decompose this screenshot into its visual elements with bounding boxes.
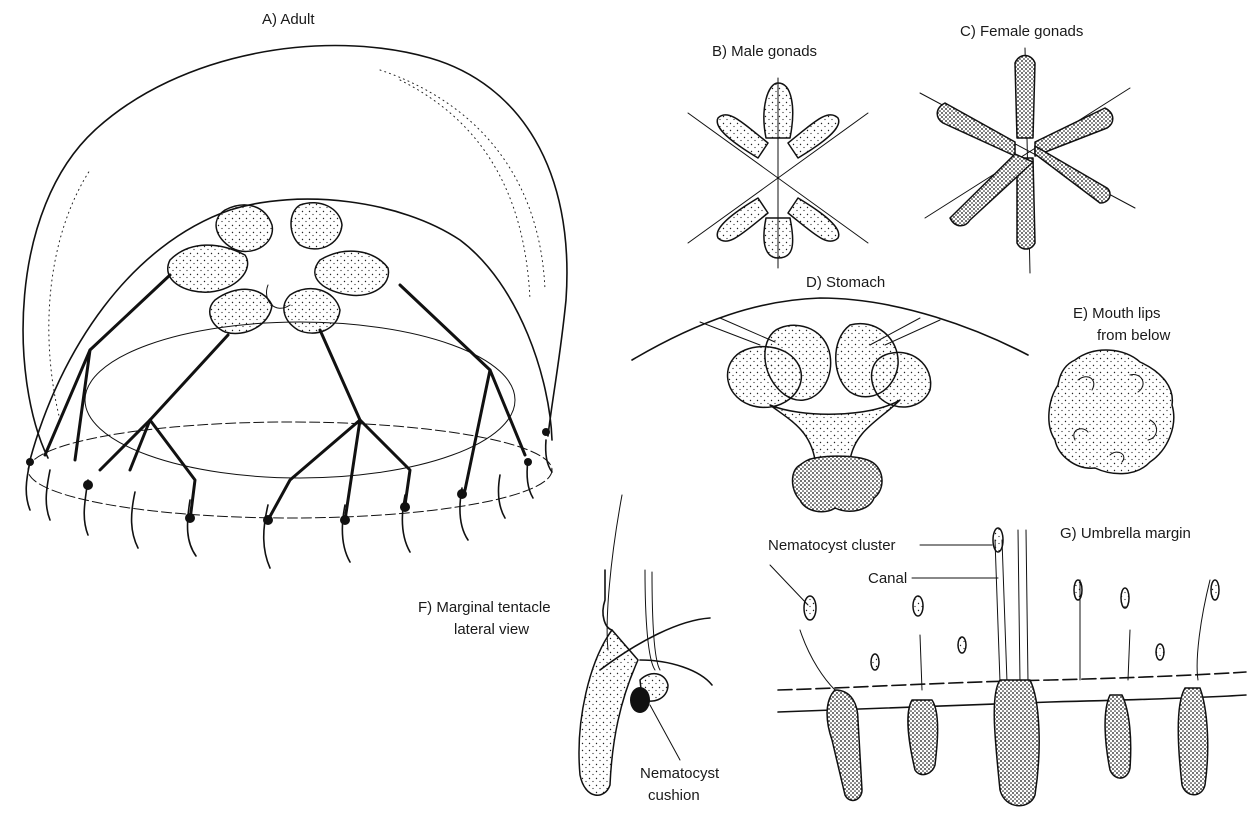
stomach-figure: D) Stomach [632, 274, 1028, 512]
adult-inner-ring [85, 322, 515, 478]
stomach-mouth-frills [793, 456, 883, 512]
label-marginal-tentacle-1: F) Marginal tentacle [418, 599, 551, 616]
marginal-tentacle-stem [579, 630, 638, 795]
label-nematocyst-cluster: Nematocyst cluster [768, 537, 896, 554]
label-male-gonads: B) Male gonads [712, 43, 817, 60]
adult-margin-ring [28, 422, 552, 518]
margin-canals [800, 530, 1210, 690]
label-mouth-lips-1: E) Mouth lips [1073, 305, 1161, 322]
label-umbrella-margin: G) Umbrella margin [1060, 525, 1191, 542]
male-gonad-arm-lower-left [717, 198, 768, 241]
male-gonad-arm-upper-left [717, 115, 768, 158]
nematocyst-cushion-shape [630, 687, 650, 713]
mouth-lips-shape [1049, 350, 1174, 474]
label-marginal-tentacle-2: lateral view [454, 621, 529, 638]
adult-figure: A) Adult [23, 11, 567, 568]
label-canal: Canal [868, 570, 907, 587]
label-mouth-lips-2: from below [1097, 327, 1171, 344]
male-gonad-arm-upper-right [788, 115, 839, 158]
label-nematocyst-cushion-2: cushion [648, 787, 700, 804]
female-gonads-figure: C) Female gonads [920, 23, 1135, 273]
male-gonad-arm-top [764, 83, 793, 138]
adult-subumbrella [30, 199, 552, 460]
nematocyst-cushion-pointer [650, 705, 680, 760]
adult-rhopalia [26, 428, 550, 525]
adult-bell-stipple [380, 70, 545, 300]
label-nematocyst-cushion-1: Nematocyst [640, 765, 720, 782]
male-gonad-arm-bottom [764, 218, 793, 258]
female-gonad-arms [937, 56, 1113, 250]
label-adult: A) Adult [262, 11, 315, 28]
label-female-gonads: C) Female gonads [960, 23, 1083, 40]
stomach-bell-roof [632, 298, 1028, 360]
umbrella-margin-figure: G) Umbrella margin Nematocyst cluster Ca… [768, 525, 1246, 806]
mouth-lips-figure: E) Mouth lips from below [1049, 305, 1174, 474]
stomach-manubrium [770, 400, 900, 460]
male-gonads-figure: B) Male gonads [688, 43, 868, 268]
male-gonad-arm-lower-right [788, 198, 839, 241]
stomach-lobe-right [872, 352, 931, 407]
marginal-tentacle-figure: F) Marginal tentacle lateral view Nemato… [418, 495, 720, 804]
label-stomach: D) Stomach [806, 274, 885, 291]
adult-bell-stipple-left [49, 170, 90, 420]
